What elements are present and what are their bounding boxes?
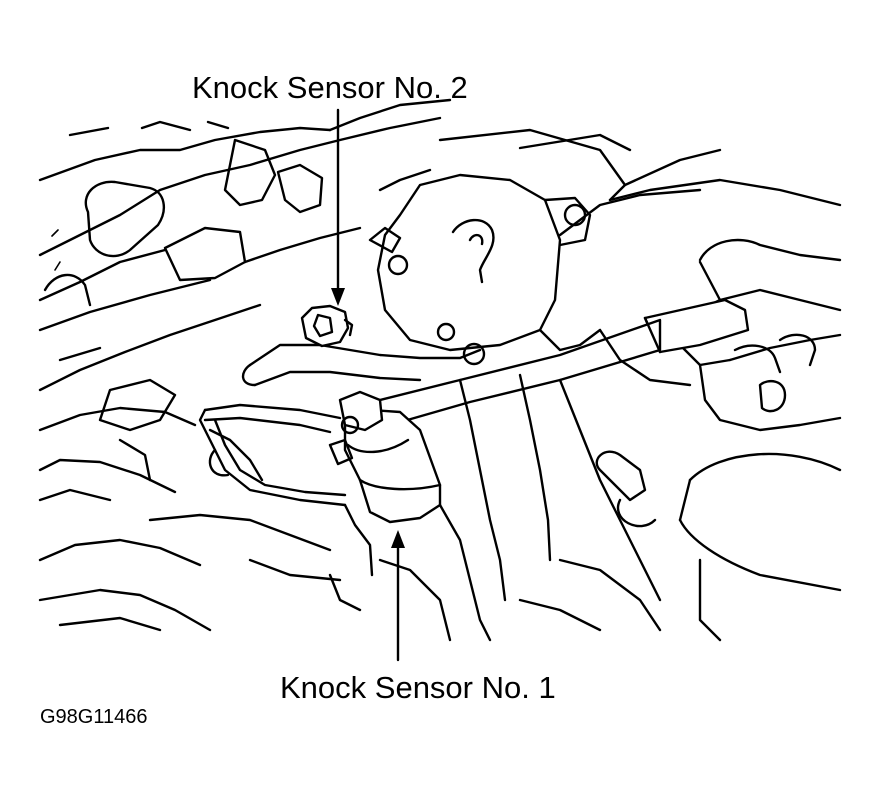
engine-block-lower-right — [378, 328, 692, 642]
figure-code: G98G11466 — [40, 706, 148, 728]
engine-block-lower — [38, 406, 374, 632]
knock-sensor-1-socket — [328, 390, 442, 524]
knock-sensor-2-part — [300, 304, 354, 348]
engine-block-upper — [38, 98, 452, 432]
wrench-bar — [350, 298, 750, 434]
knock-sensor-1-arrowhead — [391, 530, 405, 548]
starter-motor — [368, 128, 722, 352]
knock-sensor-1-label: Knock Sensor No. 1 — [280, 670, 556, 705]
leader-arrows — [331, 108, 405, 662]
knock-sensor-2-arrowhead — [331, 288, 345, 306]
knock-sensor-2-label: Knock Sensor No. 2 — [192, 70, 468, 105]
tubes — [198, 342, 486, 507]
